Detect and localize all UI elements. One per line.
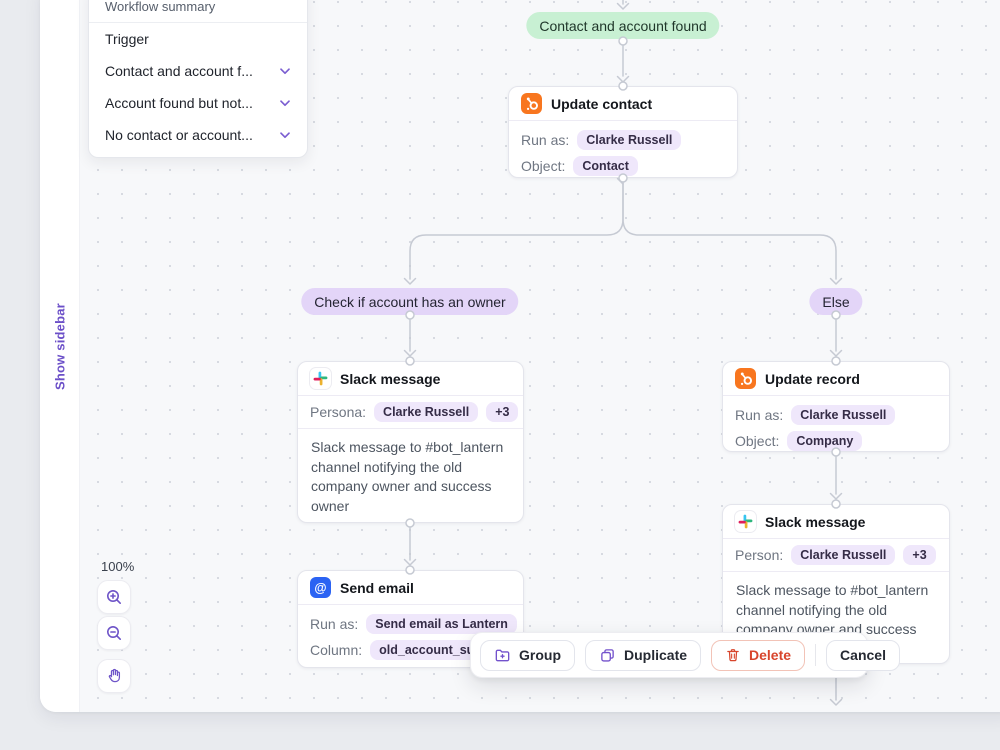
chevron-down-icon[interactable] <box>277 95 293 111</box>
sidebar-item-label: Trigger <box>105 31 149 47</box>
group-button[interactable]: Group <box>480 639 575 671</box>
node-title: Slack message <box>765 513 866 530</box>
row-label: Persona: <box>310 404 367 420</box>
sidebar-item-label: Contact and account f... <box>105 63 253 79</box>
node-update-record[interactable]: Update record Run as: Clarke Russell Obj… <box>722 361 950 452</box>
persona-value: Clarke Russell <box>374 402 479 422</box>
row-label: Object: <box>735 433 780 449</box>
slack-icon <box>310 368 331 389</box>
duplicate-button[interactable]: Duplicate <box>585 639 702 671</box>
zoom-level-label: 100% <box>101 559 135 574</box>
persona-extra-count: +3 <box>486 402 519 422</box>
branch-badge-check-owner[interactable]: Check if account has an owner <box>301 288 519 315</box>
node-title: Slack message <box>340 370 441 387</box>
duplicate-button-label: Duplicate <box>624 647 688 663</box>
hubspot-icon <box>521 93 542 114</box>
sidebar-item-account-found-but-not[interactable]: Account found but not... <box>89 87 307 119</box>
row-label: Column: <box>310 642 363 658</box>
row-label: Object: <box>521 158 566 174</box>
panel-title: Workflow summary <box>89 0 307 23</box>
row-label: Run as: <box>735 407 784 423</box>
email-at-icon: @ <box>310 577 331 598</box>
column-value: old_account_succ <box>370 640 498 660</box>
sidebar-item-trigger[interactable]: Trigger <box>89 23 307 55</box>
zoom-in-icon <box>107 590 121 604</box>
node-update-contact[interactable]: Update contact Run as: Clarke Russell Ob… <box>508 86 738 178</box>
sidebar-item-contact-and-account-found[interactable]: Contact and account f... <box>89 55 307 87</box>
run-as-value: Clarke Russell <box>577 130 682 150</box>
collapsed-sidebar-strip <box>40 0 80 712</box>
chevron-down-icon[interactable] <box>277 127 293 143</box>
object-value: Company <box>787 431 863 451</box>
sidebar-item-no-contact-or-account[interactable]: No contact or account... <box>89 119 307 151</box>
chevron-down-icon[interactable] <box>277 63 293 79</box>
zoom-out-icon <box>107 626 121 640</box>
workflow-summary-panel: Workflow summary Trigger Contact and acc… <box>88 0 308 158</box>
run-as-value: Send email as Lantern <box>366 614 517 634</box>
branch-badge-else[interactable]: Else <box>809 288 863 315</box>
delete-trash-icon <box>727 649 739 662</box>
hubspot-icon <box>735 368 756 389</box>
node-title: Update contact <box>551 95 653 112</box>
pan-hand-button[interactable] <box>97 659 131 693</box>
slack-icon <box>735 511 756 532</box>
run-as-value: Clarke Russell <box>791 405 896 425</box>
branch-badge-contact-and-account-found[interactable]: Contact and account found <box>526 12 720 39</box>
node-title: Send email <box>340 579 414 596</box>
hand-icon <box>108 668 121 683</box>
person-extra-count: +3 <box>903 545 936 565</box>
delete-button[interactable]: Delete <box>711 639 806 671</box>
row-label: Run as: <box>310 616 359 632</box>
cancel-button-label: Cancel <box>840 647 886 663</box>
zoom-out-button[interactable] <box>97 616 131 650</box>
toolbar-divider <box>815 644 817 666</box>
group-button-label: Group <box>519 647 561 663</box>
node-slack-message-left[interactable]: Slack message Persona: Clarke Russell +3… <box>297 361 524 523</box>
show-sidebar-button[interactable]: Show sidebar <box>52 303 68 391</box>
sidebar-item-label: No contact or account... <box>105 127 253 143</box>
selection-toolbar: Group Duplicate Delete Cancel <box>470 632 900 678</box>
object-value: Contact <box>573 156 638 176</box>
cancel-button[interactable]: Cancel <box>826 639 900 671</box>
node-description: Slack message to #bot_lantern channel no… <box>311 439 504 514</box>
person-value: Clarke Russell <box>791 545 896 565</box>
sidebar-item-label: Account found but not... <box>105 95 253 111</box>
delete-button-label: Delete <box>749 647 792 663</box>
group-folder-plus-icon <box>495 649 510 661</box>
zoom-in-button[interactable] <box>97 580 131 614</box>
duplicate-copy-icon <box>601 648 614 662</box>
node-title: Update record <box>765 370 860 387</box>
row-label: Run as: <box>521 132 570 148</box>
row-label: Person: <box>735 547 784 563</box>
